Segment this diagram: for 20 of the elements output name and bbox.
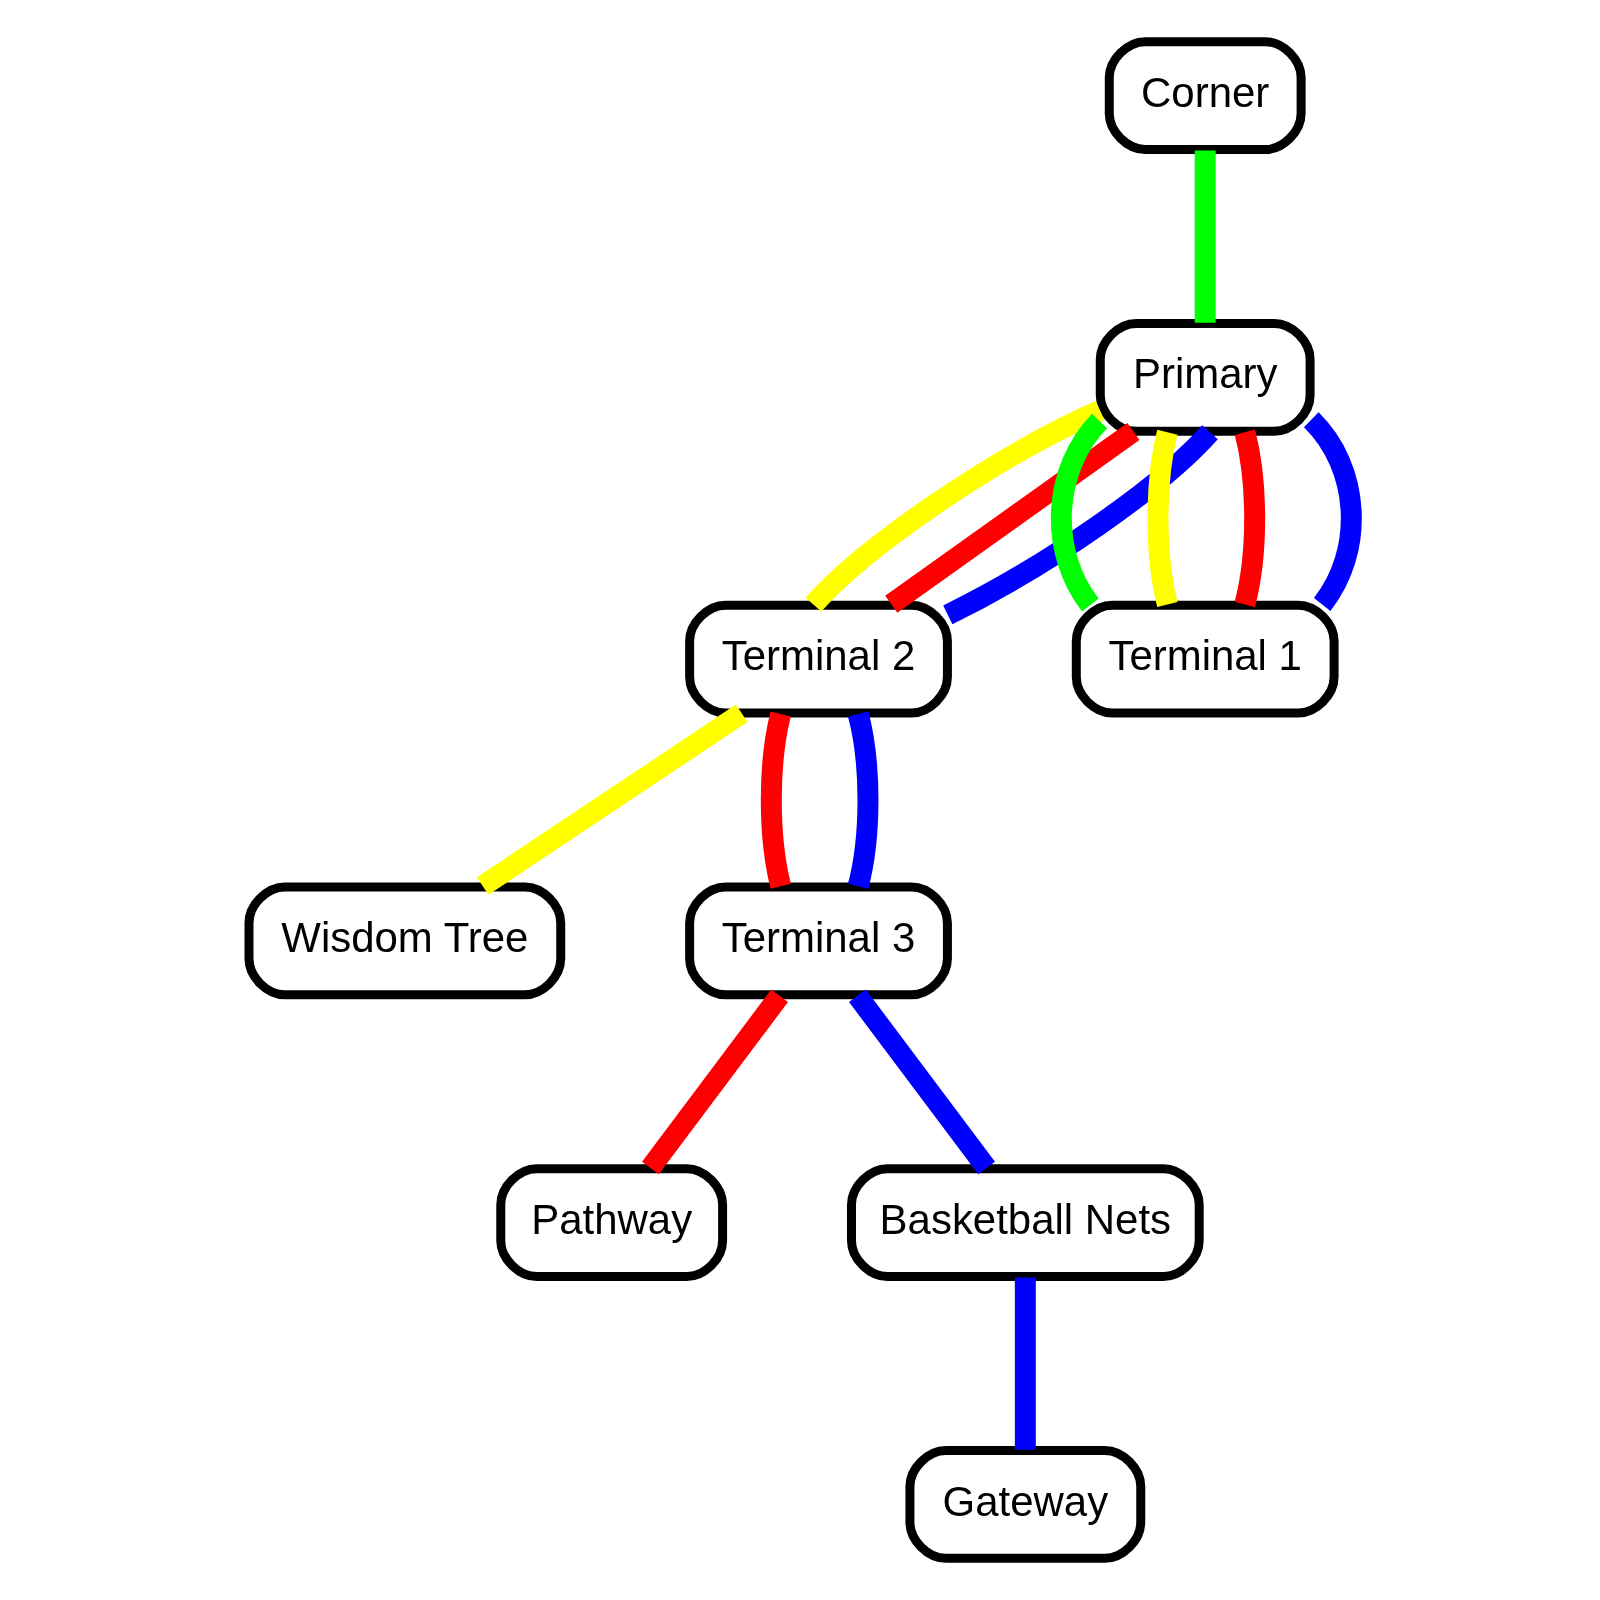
connector — [1194, 150, 1216, 323]
node-box: Gateway — [904, 1445, 1145, 1563]
connector — [760, 711, 791, 889]
connector — [1234, 429, 1265, 607]
node-box: Wisdom Tree — [244, 882, 565, 1000]
node-box: Basketball Nets — [846, 1164, 1204, 1282]
connector — [805, 400, 1104, 612]
node-box: Terminal 1 — [1071, 600, 1339, 718]
connector — [942, 425, 1218, 625]
connector — [1302, 412, 1362, 611]
connector — [848, 989, 995, 1175]
connector — [641, 989, 788, 1175]
connector — [1147, 429, 1178, 607]
node-box: Corner — [1104, 37, 1306, 155]
connector — [1014, 1277, 1036, 1450]
node-box: Terminal 3 — [684, 882, 952, 1000]
node-box: Pathway — [495, 1164, 727, 1282]
node-box: Terminal 2 — [684, 600, 952, 718]
node-box: Primary — [1095, 318, 1315, 436]
connector — [847, 711, 878, 889]
